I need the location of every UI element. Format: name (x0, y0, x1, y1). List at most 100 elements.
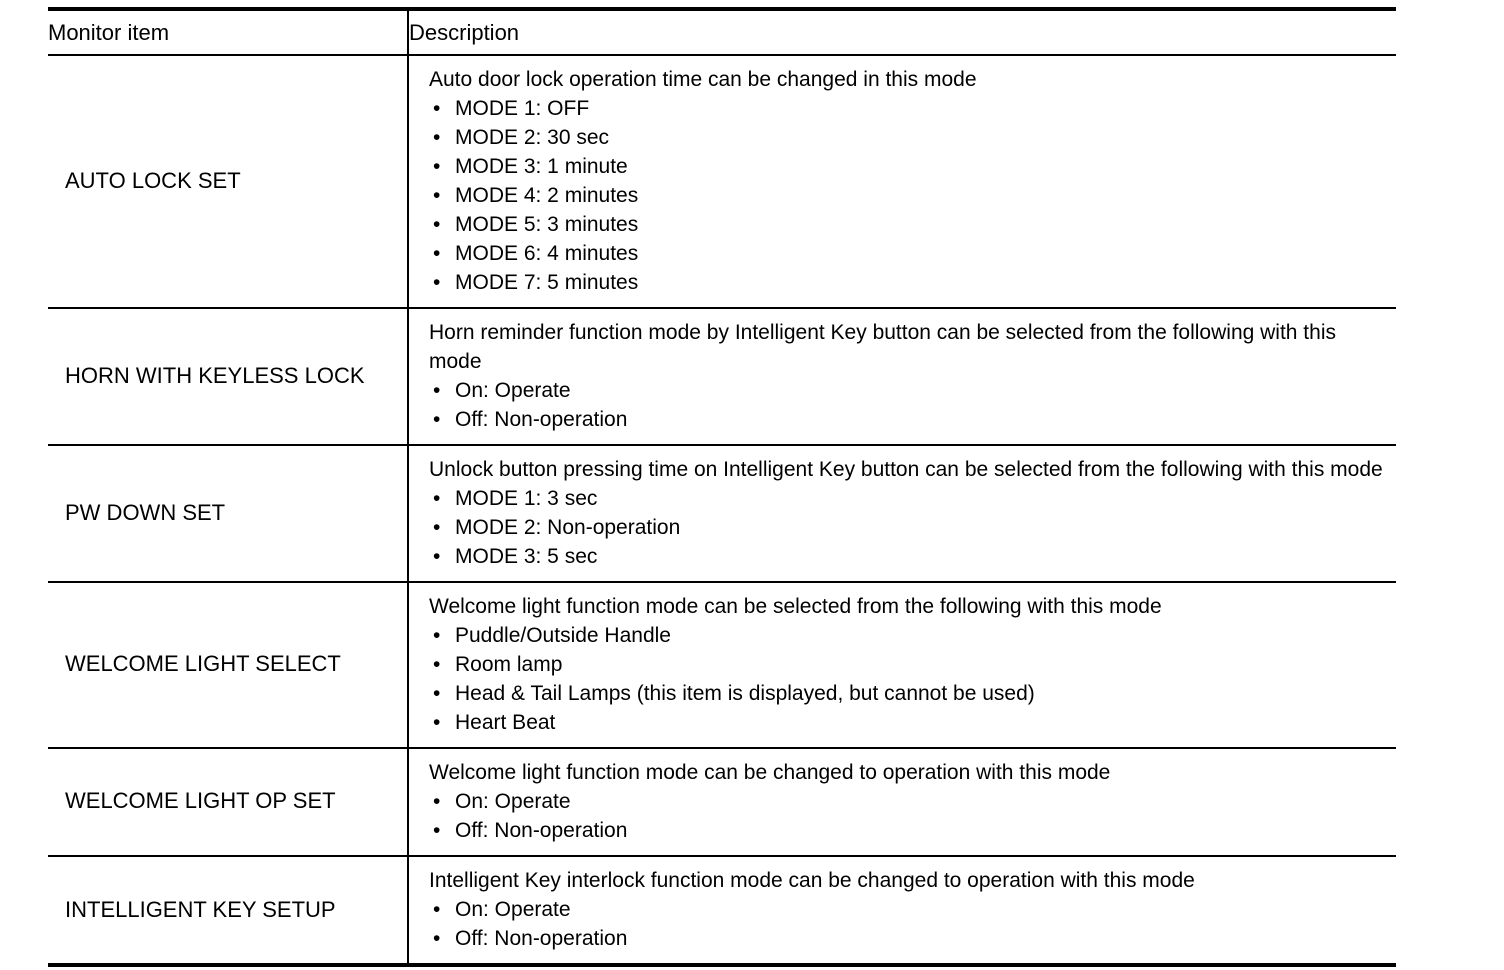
description-lead-text: Welcome light function mode can be chang… (429, 761, 1111, 784)
description-option-item: • Room lamp (429, 650, 1386, 679)
bullet-icon: • (433, 184, 441, 207)
description-option-label: MODE 2: Non-operation (455, 516, 681, 539)
description-content: Welcome light function mode can be selec… (409, 583, 1396, 747)
monitor-item-label: INTELLIGENT KEY SETUP (65, 896, 336, 922)
description-option-list: •Puddle/Outside Handle•Room lamp•Head & … (429, 621, 1386, 737)
bullet-icon: • (433, 545, 441, 568)
description-option-label: Off: Non-operation (455, 927, 628, 950)
description-lead-text: Welcome light function mode can be selec… (429, 595, 1162, 618)
description-option-item: • MODE 5: 3 minutes (429, 210, 1386, 239)
bullet-icon: • (433, 271, 441, 294)
description-cell: Intelligent Key interlock function mode … (408, 856, 1396, 967)
monitor-item-label: PW DOWN SET (65, 499, 226, 525)
description-option-label: MODE 1: OFF (455, 97, 590, 120)
description-content: Horn reminder function mode by Intellige… (409, 309, 1396, 444)
description-option-item: •Head & Tail Lamps (this item is display… (429, 679, 1386, 708)
bullet-icon: • (433, 516, 441, 539)
bullet-icon: • (433, 653, 441, 676)
description-content: Welcome light function mode can be chang… (409, 749, 1396, 855)
description-option-label: On: Operate (455, 379, 571, 402)
description-option-label: Head & Tail Lamps (this item is displaye… (455, 682, 1035, 705)
description-lead-text: Auto door lock operation time can be cha… (429, 68, 977, 91)
table-header-row: Monitor item Description (48, 7, 1396, 56)
description-option-item: • MODE 2: Non-operation (429, 513, 1386, 542)
description-option-item: • On: Operate (429, 376, 1386, 405)
description-content: Intelligent Key interlock function mode … (409, 857, 1396, 963)
description-option-item: • On: Operate (429, 787, 1386, 816)
description-option-item: • MODE 1: OFF (429, 94, 1386, 123)
bullet-icon: • (433, 97, 441, 120)
description-option-list: • MODE 1: OFF • MODE 2: 30 sec • MODE 3: 1 mi… (429, 94, 1386, 297)
description-option-item: • Puddle/Outside Handle (429, 621, 1386, 650)
description-cell: Horn reminder function mode by Intellige… (408, 308, 1396, 446)
description-option-item: • Heart Beat (429, 708, 1386, 737)
description-option-list: • On: Operate • Off: Non-operation (429, 787, 1386, 845)
table-row: HORN WITH KEYLESS LOCK Horn reminder func… (48, 308, 1396, 446)
description-option-item: • Off: Non-operation (429, 924, 1386, 953)
description-option-item: • MODE 2: 30 sec (429, 123, 1386, 152)
description-option-item: • Off: Non-operation (429, 405, 1386, 434)
bullet-icon: • (433, 711, 441, 734)
description-option-label: MODE 3: 5 sec (455, 545, 598, 568)
monitor-item-table: Monitor item Description AUTO LOCK SET Au… (48, 7, 1396, 967)
table-row: AUTO LOCK SET Auto door lock operation ti… (48, 55, 1396, 309)
description-cell: Auto door lock operation time can be cha… (408, 55, 1396, 309)
table-header: Monitor item Description (48, 7, 1396, 56)
bullet-icon: • (433, 213, 441, 236)
monitor-item-cell: AUTO LOCK SET (48, 55, 409, 309)
description-option-label: MODE 7: 5 minutes (455, 271, 639, 294)
description-content: Unlock button pressing time on Intellige… (409, 446, 1396, 581)
table-row: WELCOME LIGHT OP SET Welcome light functi… (48, 748, 1396, 857)
description-option-item: • MODE 3: 1 minute (429, 152, 1386, 181)
table-body: AUTO LOCK SET Auto door lock operation ti… (48, 55, 1396, 967)
bullet-icon: • (433, 790, 441, 813)
description-option-item: • MODE 3: 5 sec (429, 542, 1386, 571)
description-lead-text: Unlock button pressing time on Intellige… (429, 458, 1383, 481)
description-option-label: MODE 5: 3 minutes (455, 213, 639, 236)
table-row: INTELLIGENT KEY SETUP Intelligent Key int… (48, 856, 1396, 967)
description-option-label: Off: Non-operation (455, 408, 628, 431)
description-cell: Welcome light function mode can be chang… (408, 748, 1396, 857)
description-option-label: MODE 4: 2 minutes (455, 184, 639, 207)
description-option-list: • On: Operate • Off: Non-operation (429, 895, 1386, 953)
description-option-label: On: Operate (455, 790, 571, 813)
bullet-icon: • (433, 898, 441, 921)
monitor-item-cell: WELCOME LIGHT SELECT (48, 582, 409, 749)
monitor-item-label: WELCOME LIGHT SELECT (65, 651, 341, 676)
description-lead-text: Horn reminder function mode by Intellige… (429, 321, 1336, 373)
description-option-label: On: Operate (455, 898, 571, 921)
monitor-item-label: WELCOME LIGHT OP SET (65, 788, 336, 813)
description-option-item: • MODE 6: 4 minutes (429, 239, 1386, 268)
bullet-icon: • (433, 379, 441, 402)
description-option-item: • MODE 4: 2 minutes (429, 181, 1386, 210)
description-option-list: • On: Operate • Off: Non-operation (429, 376, 1386, 434)
column-header-monitor-item: Monitor item (48, 7, 409, 56)
description-option-label: MODE 6: 4 minutes (455, 242, 639, 265)
description-option-label: MODE 3: 1 minute (455, 155, 628, 178)
description-content: Auto door lock operation time can be cha… (409, 56, 1396, 307)
description-option-item: • Off: Non-operation (429, 816, 1386, 845)
monitor-item-label: HORN WITH KEYLESS LOCK (65, 362, 365, 388)
description-option-label: Off: Non-operation (455, 819, 628, 842)
description-option-label: MODE 1: 3 sec (455, 487, 598, 510)
bullet-icon: • (433, 927, 441, 950)
description-option-item: • MODE 7: 5 minutes (429, 268, 1386, 297)
description-option-label: Heart Beat (455, 711, 556, 734)
monitor-item-cell: PW DOWN SET (48, 445, 409, 583)
description-option-label: MODE 2: 30 sec (455, 126, 610, 149)
description-option-item: • MODE 1: 3 sec (429, 484, 1386, 513)
monitor-item-label: AUTO LOCK SET (65, 167, 241, 193)
bullet-icon: • (433, 624, 441, 647)
bullet-icon: • (433, 242, 441, 265)
bullet-icon: • (433, 155, 441, 178)
bullet-icon: • (433, 126, 441, 149)
monitor-item-cell: INTELLIGENT KEY SETUP (48, 856, 409, 967)
bullet-icon: • (433, 819, 441, 842)
table-row: WELCOME LIGHT SELECT Welcome light functi… (48, 582, 1396, 749)
description-option-label: Room lamp (455, 653, 563, 676)
monitor-item-cell: HORN WITH KEYLESS LOCK (48, 308, 409, 446)
bullet-icon: • (433, 487, 441, 510)
table-row: PW DOWN SET Unlock button pressing time o… (48, 445, 1396, 583)
bullet-icon: • (433, 408, 441, 431)
description-option-label: Puddle/Outside Handle (455, 624, 671, 647)
